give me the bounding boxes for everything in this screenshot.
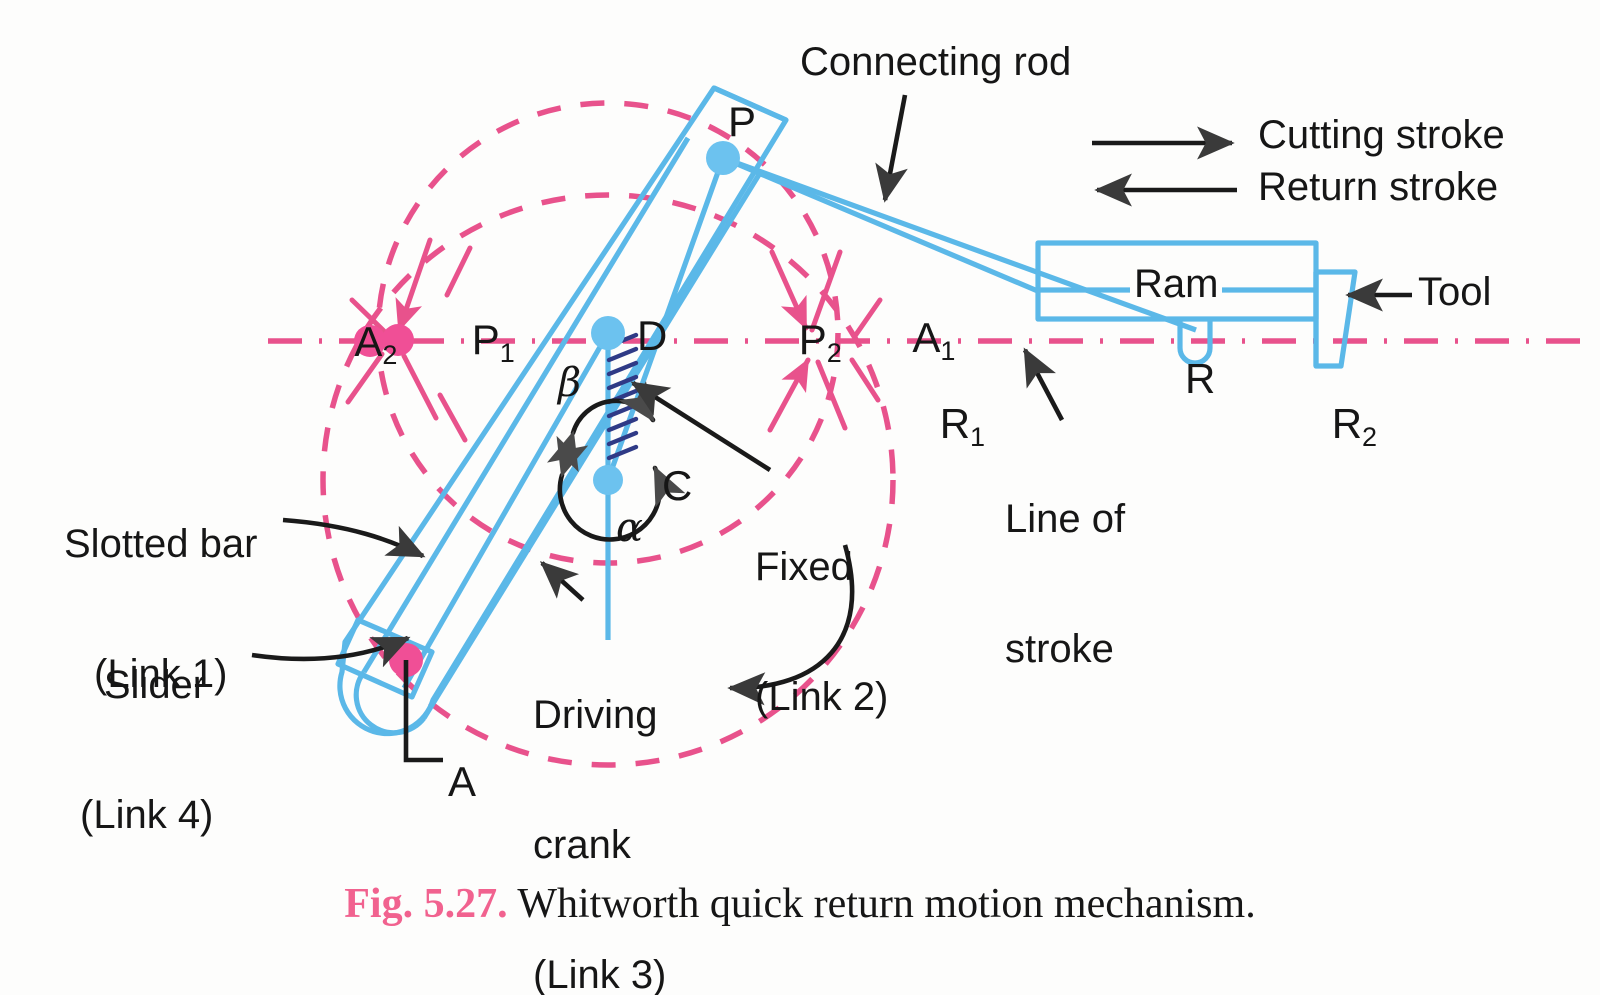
driving-crank-line3: (Link 3) xyxy=(533,952,667,995)
slotted-bar-line2: (Link 1) xyxy=(94,651,228,696)
A2-base: A xyxy=(354,318,383,365)
pivot-P1 xyxy=(382,324,414,356)
arrow-fixed-link xyxy=(630,381,772,472)
label-return-stroke: Return stroke xyxy=(1258,165,1499,209)
point-label-A1: A1 xyxy=(868,266,955,415)
A1-base: A xyxy=(912,314,941,361)
tool-shape xyxy=(1313,269,1358,369)
leader-arrows xyxy=(251,94,1412,763)
fixed-link-hatching xyxy=(606,332,639,461)
label-fixed-link: Fixed (Link 2) xyxy=(755,460,888,806)
P2-base: P xyxy=(798,316,827,363)
driving-crank-line1: Driving xyxy=(533,693,658,738)
pivot-C xyxy=(593,465,623,495)
point-label-C: C xyxy=(662,462,693,509)
slider-line2: (Link 4) xyxy=(80,792,214,837)
alpha-arc xyxy=(556,435,686,542)
fixed-line2: (Link 2) xyxy=(755,674,889,719)
arrow-line-of-stroke xyxy=(1022,347,1065,422)
P1-sub: 1 xyxy=(499,338,515,369)
point-label-R1: R1 xyxy=(893,352,985,501)
point-label-R2: R2 xyxy=(1285,352,1377,501)
label-slotted-bar: Slotted bar (Link 1) xyxy=(64,437,257,783)
point-label-D: D xyxy=(637,312,668,359)
P2-sub: 2 xyxy=(826,338,842,369)
arrow-slider xyxy=(251,635,411,668)
driving-crank-line2: crank xyxy=(533,822,631,867)
slotted-bar-line1: Slotted bar xyxy=(64,522,258,567)
A2-sub: 2 xyxy=(382,340,398,371)
angle-label-beta: β xyxy=(558,360,582,406)
point-label-P: P xyxy=(728,98,757,145)
label-ram: Ram xyxy=(1134,262,1219,306)
label-tool: Tool xyxy=(1418,270,1492,314)
point-label-A2: A2 xyxy=(310,270,397,419)
label-line-of-stroke: Line of stroke xyxy=(1005,412,1125,758)
point-label-R: R xyxy=(1185,355,1216,402)
R2-sub: 2 xyxy=(1362,422,1378,453)
line-of-stroke-line1: Line of xyxy=(1005,497,1126,542)
point-label-A: A xyxy=(448,758,477,805)
line-of-stroke-line2: stroke xyxy=(1005,626,1114,671)
label-driving-crank: Driving crank (Link 3) xyxy=(533,608,666,995)
arrow-point-A xyxy=(403,660,443,763)
pivot-A2 xyxy=(354,325,386,357)
P1-base: P xyxy=(471,316,500,363)
point-label-P2: P2 xyxy=(752,268,842,417)
caption-text: Whitworth quick return motion mechanism. xyxy=(507,881,1256,927)
arrow-slotted-bar xyxy=(282,517,426,559)
caption-figure-number: Fig. 5.27. xyxy=(344,881,508,927)
pink-construction-ticks xyxy=(345,237,883,443)
label-slider: Slider (Link 4) xyxy=(80,578,230,924)
figure-caption: Fig. 5.27. Whitworth quick return motion… xyxy=(0,880,1600,928)
connecting-rod xyxy=(721,155,1197,333)
A1-sub: 1 xyxy=(940,336,956,367)
angle-label-alpha: α xyxy=(616,505,644,551)
label-connecting-rod: Connecting rod xyxy=(800,40,1072,84)
R2-base: R xyxy=(1331,400,1363,447)
fixed-line1: Fixed xyxy=(755,545,853,590)
R1-sub: 1 xyxy=(970,422,986,453)
slider-line1: Slider xyxy=(103,663,207,708)
point-label-P1: P1 xyxy=(425,268,515,417)
label-cutting-stroke: Cutting stroke xyxy=(1258,113,1505,157)
pivot-P xyxy=(706,141,740,175)
R1-base: R xyxy=(939,400,971,447)
arrow-connecting-rod xyxy=(875,94,908,203)
arrow-rotation-direction xyxy=(727,544,855,706)
arrow-driving-crank xyxy=(539,561,585,602)
pivot-D xyxy=(591,316,625,350)
